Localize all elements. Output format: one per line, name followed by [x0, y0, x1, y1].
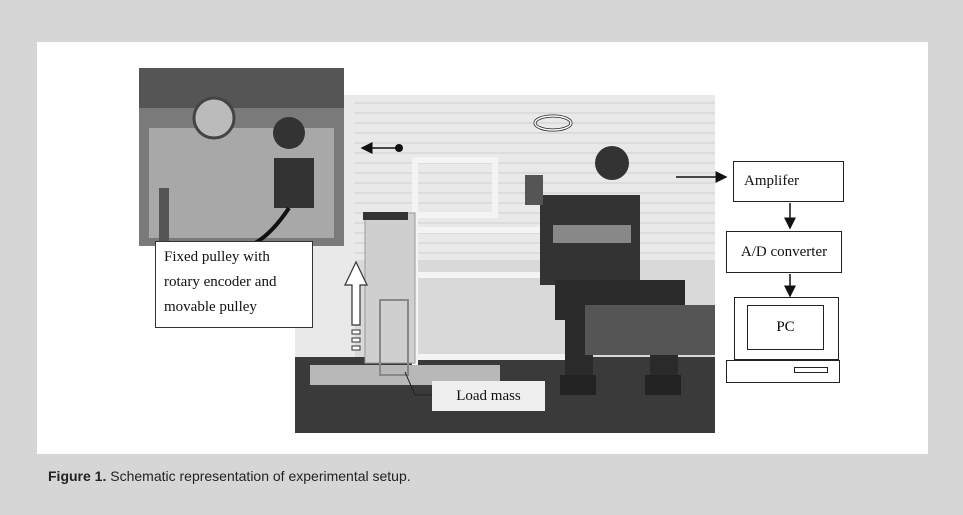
pc-base	[726, 360, 840, 383]
load-mass-label: Load mass	[432, 381, 545, 411]
ad-converter-block: A/D converter	[726, 231, 842, 273]
pulley-label: Fixed pulley with rotary encoder and mov…	[155, 241, 313, 328]
caption-text: Schematic representation of experimental…	[110, 468, 411, 484]
caption-label: Figure 1.	[48, 468, 107, 484]
amplifier-block: Amplifer	[733, 161, 844, 202]
figure-caption: Figure 1. Schematic representation of ex…	[48, 468, 411, 484]
pulley-label-line-1: Fixed pulley with	[164, 249, 270, 265]
pulley-label-line-2: rotary encoder and	[164, 274, 277, 290]
pc-drive-slot	[794, 367, 828, 373]
pc-screen: PC	[747, 305, 824, 350]
inset-photo	[139, 68, 344, 246]
pulley-label-line-3: movable pulley	[164, 299, 257, 315]
